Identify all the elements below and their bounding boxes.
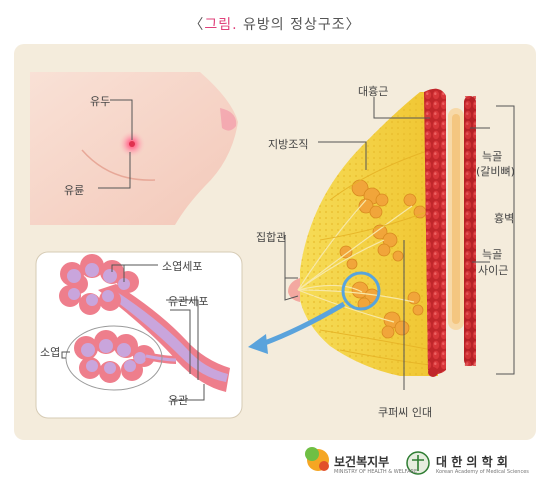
label-lobule: 소엽 (40, 346, 61, 359)
title-bracket-close: 〉 (345, 17, 361, 33)
title-text: 유방의 정상구조 (237, 17, 346, 33)
kams-sub: Korean Academy of Medical Sciences (436, 469, 529, 475)
label-intercostal-1: 늑골 (482, 248, 503, 261)
figure-title: 〈그림. 유방의 정상구조〉 (0, 14, 550, 34)
label-rib-sub: (갈비뼈) (476, 165, 515, 178)
label-chest-wall: 흉벽 (494, 212, 515, 225)
breast-cross-section (288, 88, 476, 377)
leader-nipple (110, 99, 133, 140)
lobule-magnified-view (35, 251, 243, 419)
label-ductal-cell: 유관세포 (168, 295, 209, 308)
profile-nipple (220, 108, 237, 131)
label-intercostal-2: 사이근 (478, 264, 509, 277)
label-areola: 유륜 (64, 184, 85, 197)
lobes (339, 179, 427, 339)
ducts (297, 199, 415, 323)
magnify-arrow (261, 301, 346, 347)
label-cooper-ligament: 쿠퍼씨 인대 (378, 406, 433, 419)
mohw-name: 보건복지부 (334, 455, 390, 469)
label-pectoralis: 대흉근 (358, 85, 389, 98)
kams-name: 대 한 의 학 회 (436, 455, 508, 469)
label-acinar-cell: 소엽세포 (162, 260, 203, 273)
title-figure-label: 그림. (204, 17, 238, 33)
kams-logo (406, 451, 430, 475)
external-breast-view (30, 72, 238, 225)
title-bracket-open: 〈 (189, 17, 205, 33)
mohw-logo (305, 447, 329, 471)
label-nipple: 유두 (90, 95, 111, 108)
label-collecting-duct: 집합관 (256, 231, 287, 244)
breast-contour (81, 149, 156, 181)
section-leaders (284, 97, 515, 390)
label-fat-tissue: 지방조직 (268, 138, 309, 151)
magnify-circle (341, 271, 381, 311)
label-duct: 유관 (168, 394, 189, 407)
label-rib: 늑골 (482, 150, 503, 163)
mohw-sub: MINISTRY OF HEALTH & WELFARE (334, 469, 418, 475)
leader-areola (98, 152, 131, 189)
cooper-ligaments (319, 149, 433, 366)
